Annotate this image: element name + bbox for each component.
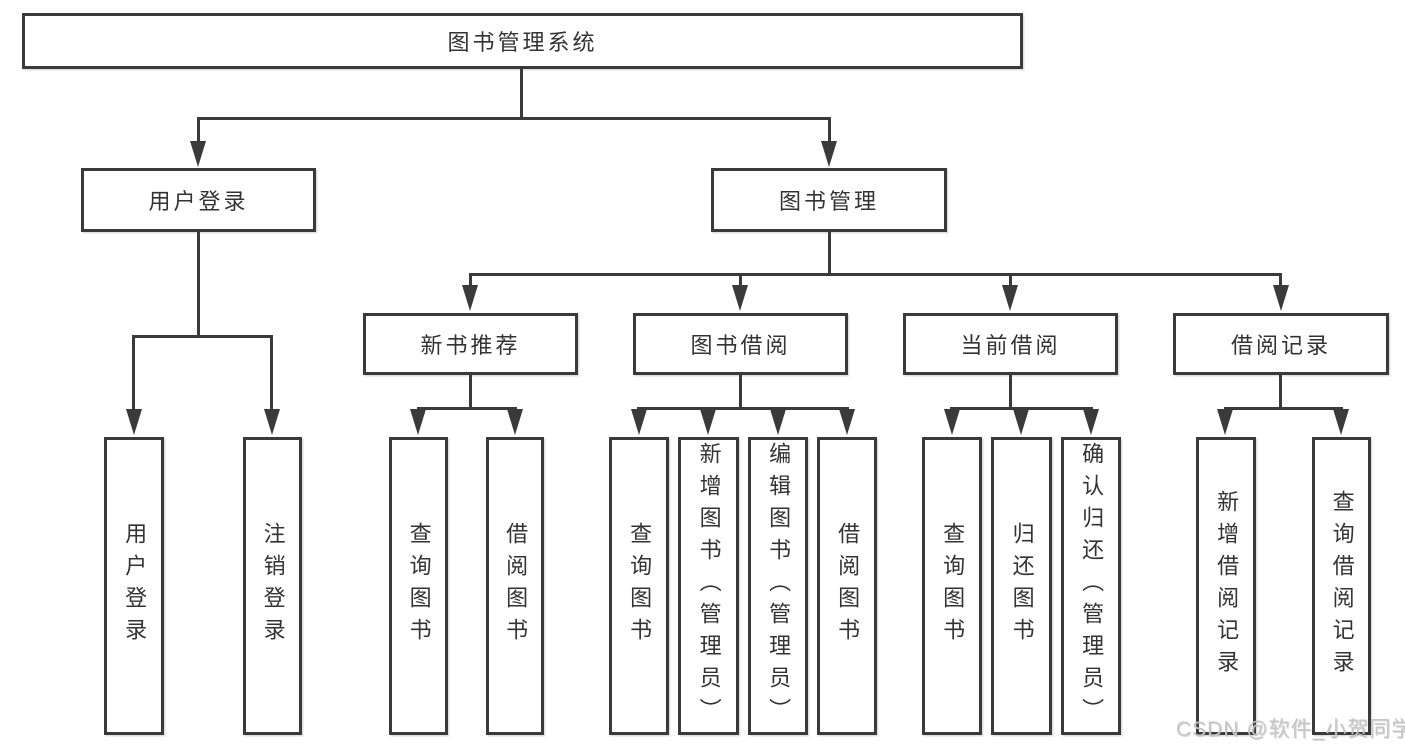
arrow-to-leaf-bb-query xyxy=(631,409,647,435)
node-book-borrow: 图书借阅 xyxy=(633,313,848,375)
leaf-new-books-borrow-label: 借阅图书 xyxy=(503,522,529,650)
arrow-to-new-books xyxy=(462,285,478,311)
leaf-logout-label: 注销登录 xyxy=(260,522,286,650)
leaf-new-books-borrow: 借阅图书 xyxy=(486,437,544,735)
leaf-borrow-records-add-label: 新增借阅记录 xyxy=(1214,490,1240,682)
connector-book-borrow-drop xyxy=(739,273,742,287)
leaf-borrow-records-query-label: 查询借阅记录 xyxy=(1329,490,1355,682)
leaf-book-borrow-query-label: 查询图书 xyxy=(627,522,653,650)
node-book-borrow-label: 图书借阅 xyxy=(690,333,791,358)
leaf-current-borrow-confirm-label: 确认归还（管理员） xyxy=(1079,442,1105,730)
node-user-login: 用户登录 xyxy=(81,168,316,232)
arrow-to-borrow-records xyxy=(1273,285,1289,311)
node-user-login-label: 用户登录 xyxy=(148,189,249,214)
leaf-book-borrow-add-label: 新增图书（管理员） xyxy=(696,442,722,730)
leaf-current-borrow-confirm: 确认归还（管理员） xyxy=(1061,437,1121,735)
node-new-books-label: 新书推荐 xyxy=(420,333,521,358)
leaf-book-borrow-borrow: 借阅图书 xyxy=(817,437,877,735)
connector-leaf-user-login-drop xyxy=(132,335,135,411)
leaf-borrow-records-query: 查询借阅记录 xyxy=(1312,437,1371,735)
node-current-borrow: 当前借阅 xyxy=(903,313,1118,375)
arrow-to-leaf-bb-edit xyxy=(770,409,786,435)
arrow-to-current-borrow xyxy=(1002,285,1018,311)
connector-borrow-records-split xyxy=(1224,407,1343,410)
node-book-mgmt: 图书管理 xyxy=(711,168,947,232)
connector-book-mgmt-stem xyxy=(828,232,831,276)
leaf-book-borrow-query: 查询图书 xyxy=(609,437,669,735)
connector-new-books-split xyxy=(417,407,517,410)
arrow-to-user-login xyxy=(190,141,206,167)
connector-book-borrow-split xyxy=(637,407,849,410)
connector-borrow-records-stem xyxy=(1279,375,1282,409)
arrow-to-leaf-logout xyxy=(264,409,280,435)
leaf-logout: 注销登录 xyxy=(243,437,302,735)
connector-root-stem xyxy=(520,69,523,118)
leaf-user-login: 用户登录 xyxy=(104,437,164,735)
node-new-books: 新书推荐 xyxy=(363,313,578,375)
arrow-to-leaf-cb-return xyxy=(1013,409,1029,435)
connector-book-mgmt-drop xyxy=(828,117,831,144)
leaf-new-books-query: 查询图书 xyxy=(389,437,448,735)
leaf-book-borrow-edit: 编辑图书（管理员） xyxy=(748,437,808,735)
connector-user-login-drop xyxy=(197,117,200,144)
arrow-to-book-mgmt xyxy=(821,141,837,167)
node-borrow-records-label: 借阅记录 xyxy=(1230,333,1331,358)
connector-user-login-split xyxy=(132,335,273,338)
node-library-system: 图书管理系统 xyxy=(22,13,1023,69)
leaf-current-borrow-return: 归还图书 xyxy=(991,437,1052,735)
arrow-to-book-borrow xyxy=(732,285,748,311)
node-current-borrow-label: 当前借阅 xyxy=(960,333,1061,358)
leaf-current-borrow-return-label: 归还图书 xyxy=(1009,522,1035,650)
arrow-to-leaf-bb-borrow xyxy=(839,409,855,435)
arrow-to-leaf-bb-add xyxy=(700,409,716,435)
leaf-book-borrow-edit-label: 编辑图书（管理员） xyxy=(766,442,792,730)
connector-level1-split xyxy=(197,117,831,120)
arrow-to-leaf-nb-borrow xyxy=(507,409,523,435)
leaf-current-borrow-query: 查询图书 xyxy=(922,437,982,735)
leaf-borrow-records-add: 新增借阅记录 xyxy=(1196,437,1256,735)
connector-current-borrow-drop xyxy=(1009,273,1012,287)
connector-level2-split xyxy=(469,273,1282,276)
leaf-book-borrow-borrow-label: 借阅图书 xyxy=(835,522,861,650)
node-library-system-label: 图书管理系统 xyxy=(447,30,598,55)
arrow-to-leaf-nb-query xyxy=(410,409,426,435)
connector-current-borrow-split xyxy=(950,407,1093,410)
connector-current-borrow-stem xyxy=(1009,375,1012,409)
csdn-watermark: CSDN @软件_小贺同学 xyxy=(1176,718,1405,741)
arrow-to-leaf-cb-confirm xyxy=(1083,409,1099,435)
connector-user-login-stem xyxy=(197,232,200,338)
connector-new-books-drop xyxy=(469,273,472,287)
arrow-to-leaf-cb-query xyxy=(944,409,960,435)
connector-leaf-logout-drop xyxy=(270,335,273,411)
arrow-to-leaf-br-add xyxy=(1217,409,1233,435)
arrow-to-leaf-user-login xyxy=(126,409,142,435)
node-borrow-records: 借阅记录 xyxy=(1173,313,1389,375)
connector-new-books-stem xyxy=(469,375,472,409)
leaf-current-borrow-query-label: 查询图书 xyxy=(940,522,966,650)
connector-book-borrow-stem xyxy=(739,375,742,409)
connector-borrow-records-drop xyxy=(1279,273,1282,287)
arrow-to-leaf-br-query xyxy=(1333,409,1349,435)
leaf-new-books-query-label: 查询图书 xyxy=(406,522,432,650)
leaf-book-borrow-add: 新增图书（管理员） xyxy=(678,437,739,735)
node-book-mgmt-label: 图书管理 xyxy=(778,189,879,214)
leaf-user-login-label: 用户登录 xyxy=(122,522,148,650)
